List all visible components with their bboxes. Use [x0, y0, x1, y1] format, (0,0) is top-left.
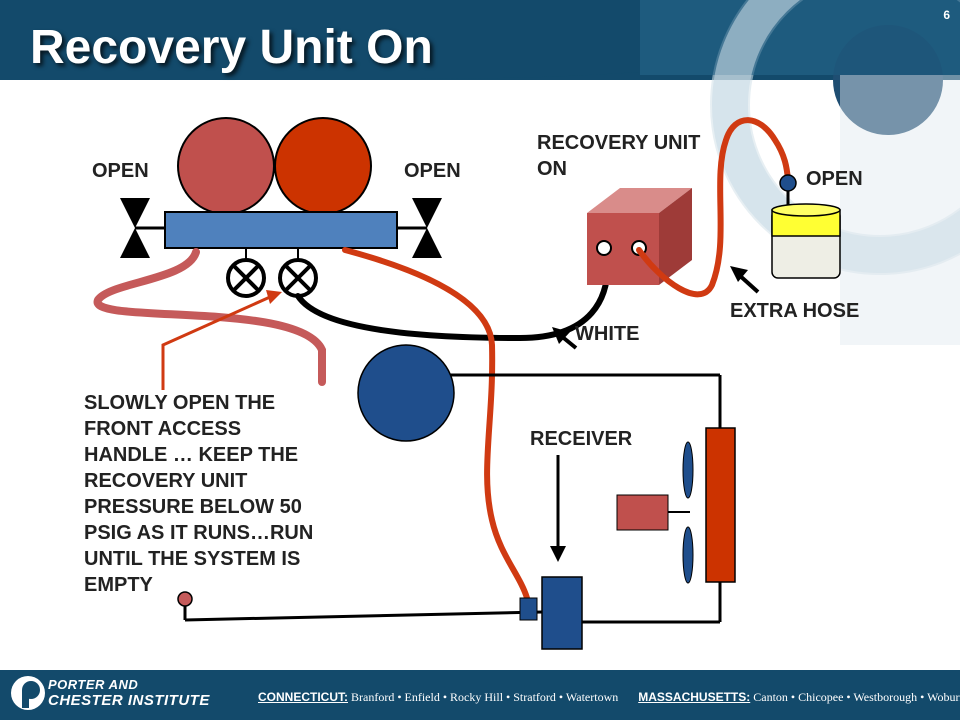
- page-number: 6: [943, 8, 950, 22]
- footer-ma-label: MASSACHUSETTS:: [638, 690, 751, 704]
- instruction-text: SLOWLY OPEN THE FRONT ACCESS HANDLE … KE…: [84, 390, 374, 598]
- label-open-left: OPEN: [92, 160, 149, 182]
- receiver-tank: [541, 576, 583, 650]
- label-white: WHITE: [575, 323, 640, 345]
- footer-ct-towns: Branford • Enfield • Rocky Hill • Stratf…: [351, 690, 619, 704]
- cylinder-valve-icon: [779, 174, 797, 192]
- footer-ct-label: CONNECTICUT:: [258, 690, 348, 704]
- high-side-hose-to-receiver: [342, 247, 530, 601]
- instruction-line: PRESSURE BELOW 50: [84, 496, 302, 518]
- high-side-gauge: [274, 117, 372, 215]
- right-manifold-valve: [397, 198, 442, 258]
- instruction-line: PSIG AS IT RUNS…RUN: [84, 522, 314, 544]
- receiver-access-port: [519, 597, 538, 621]
- instruction-line: HANDLE … KEEP THE: [84, 444, 299, 466]
- label-recovery-unit-line1: RECOVERY UNIT: [537, 132, 701, 154]
- footer-ma-towns: Canton • Chicopee • Westborough • Woburn: [753, 690, 960, 704]
- low-side-gauge: [177, 117, 275, 215]
- brand-line2: CHESTER INSTITUTE: [48, 692, 210, 709]
- label-recovery-unit-line2: ON: [537, 158, 567, 180]
- decorative-logo-arcs: [640, 0, 960, 345]
- footer-brand: PORTER AND CHESTER INSTITUTE: [48, 677, 210, 709]
- slide-title: Recovery Unit On: [30, 21, 433, 74]
- recovery-inlet-port-icon: [596, 240, 612, 256]
- white-hose-arrow-icon: [552, 327, 578, 350]
- condenser: [705, 427, 736, 583]
- instruction-line: UNTIL THE SYSTEM IS: [84, 548, 301, 570]
- footer-locations: CONNECTICUT: Branford • Enfield • Rocky …: [258, 690, 960, 705]
- recovery-cylinder: [771, 183, 841, 279]
- instruction-line: SLOWLY OPEN THE: [84, 392, 276, 414]
- white-hose-to-recovery-unit: [295, 249, 611, 342]
- brand-line1: PORTER AND: [48, 677, 139, 692]
- valve-pointer-arrow-icon: [161, 290, 282, 390]
- extra-hose-to-cylinder: [636, 117, 791, 298]
- manifold-body: [164, 211, 398, 249]
- center-port-valve-left-icon: [226, 258, 266, 298]
- instruction-line: FRONT ACCESS: [84, 418, 242, 440]
- label-receiver: RECEIVER: [530, 428, 633, 450]
- left-manifold-valve: [120, 198, 165, 258]
- instruction-line: RECOVERY UNIT: [84, 470, 248, 492]
- center-port-valve-right-icon: [278, 258, 318, 298]
- footer-logo-icon: [11, 676, 45, 710]
- low-side-hose: [93, 248, 326, 386]
- condenser-fan-icon: [616, 441, 694, 584]
- label-extra-hose: EXTRA HOSE: [730, 300, 860, 322]
- label-open-right: OPEN: [404, 160, 461, 182]
- instruction-line: EMPTY: [84, 574, 153, 596]
- label-recovery-unit: RECOVERY UNIT ON: [537, 130, 700, 182]
- extra-hose-arrow-icon: [730, 266, 760, 294]
- compressor: [357, 344, 455, 442]
- recovery-unit-box: [587, 188, 692, 285]
- footer-band: [0, 670, 960, 720]
- label-open-cylinder: OPEN: [806, 168, 863, 190]
- receiver-arrow-icon: [550, 455, 566, 562]
- low-side-access-port-icon: [177, 591, 193, 607]
